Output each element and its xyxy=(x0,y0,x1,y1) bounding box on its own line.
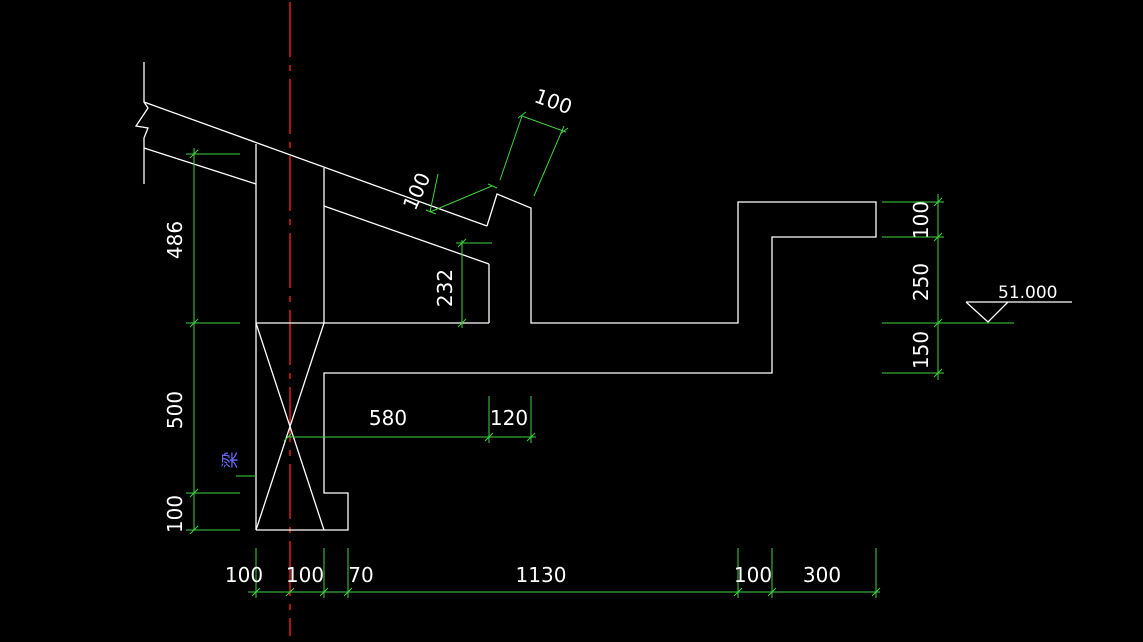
dim-bottom-1130: 1130 xyxy=(516,563,567,587)
dim-232: 232 xyxy=(433,269,457,307)
roof-slab-top xyxy=(143,101,488,227)
dim-slope-100-parapet: 100 xyxy=(531,84,575,120)
elevation-label: 51.000 xyxy=(998,283,1057,303)
dim-100-left: 100 xyxy=(163,495,187,533)
dim-150: 150 xyxy=(909,331,933,369)
dim-slope-100-roof: 100 xyxy=(398,169,435,214)
roof-slab-bottom-right xyxy=(323,205,490,265)
dim-bottom-100-a: 100 xyxy=(225,563,263,587)
dim-bottom-70: 70 xyxy=(348,563,373,587)
dim-bottom-100-c: 100 xyxy=(734,563,772,587)
structure-outline xyxy=(134,62,1072,531)
beam-cross-b xyxy=(255,322,325,531)
dim-500: 500 xyxy=(163,391,187,429)
beam-label: 梁 xyxy=(221,452,241,469)
dim-486: 486 xyxy=(163,221,187,259)
dim-120: 120 xyxy=(490,406,528,430)
elevation-triangle xyxy=(965,301,1009,323)
roof-slab-bottom-left xyxy=(143,147,257,185)
dim-bottom-100-b: 100 xyxy=(286,563,324,587)
dimension-lines xyxy=(186,111,1014,598)
dim-250: 250 xyxy=(909,263,933,301)
break-line xyxy=(134,62,149,184)
dim-bottom-300: 300 xyxy=(803,563,841,587)
dim-100-right: 100 xyxy=(909,201,933,239)
dim-580: 580 xyxy=(369,406,407,430)
parapet xyxy=(256,193,877,531)
